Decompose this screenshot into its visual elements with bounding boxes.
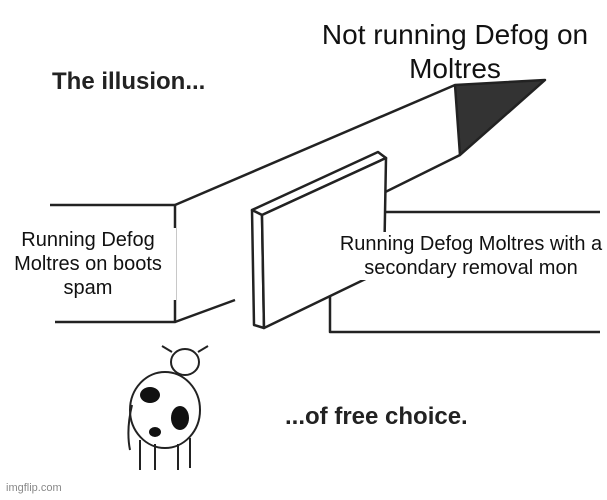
- watermark: imgflip.com: [6, 482, 62, 494]
- label-straight-path: Not running Defog on Moltres: [321, 19, 589, 84]
- caption-bottom: ...of free choice.: [285, 403, 468, 430]
- far-opening: [453, 78, 547, 157]
- cow-icon: [127, 345, 209, 470]
- caption-top: The illusion...: [52, 68, 206, 95]
- label-right-path: Running Defog Moltres with a secondary r…: [335, 232, 607, 280]
- label-left-path: Running Defog Moltres on boots spam: [0, 228, 176, 300]
